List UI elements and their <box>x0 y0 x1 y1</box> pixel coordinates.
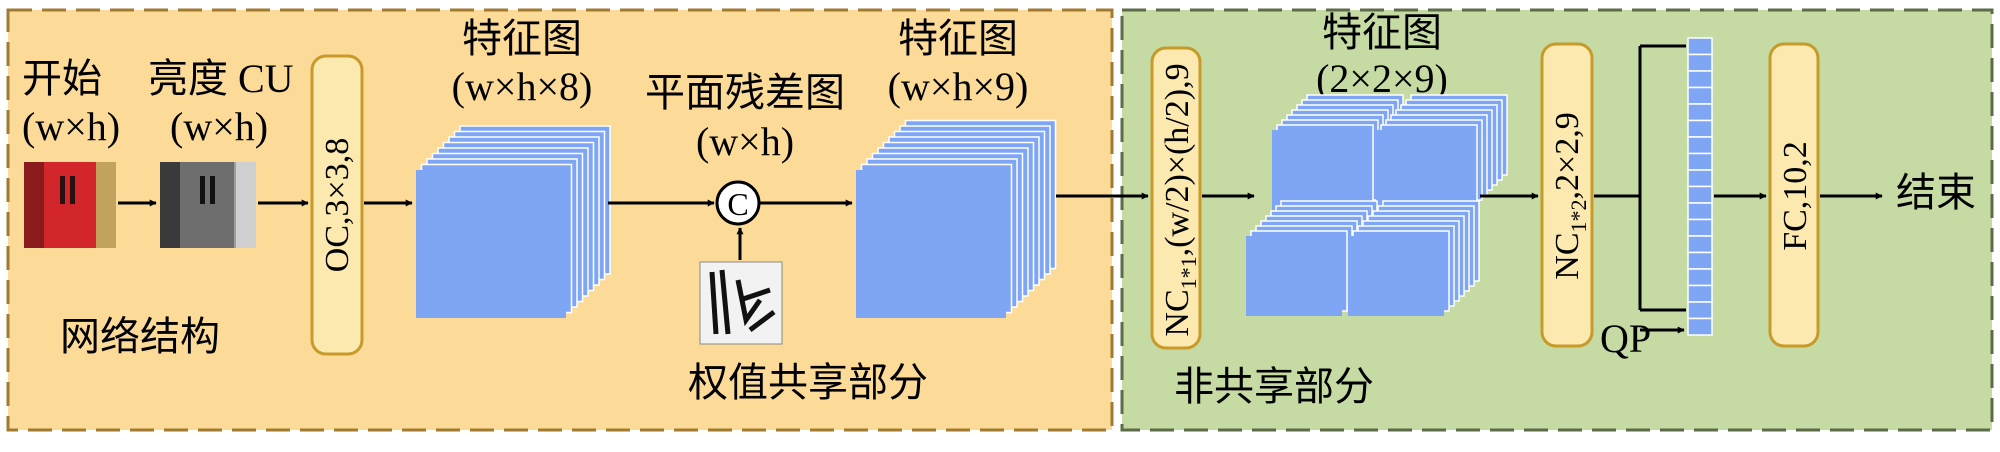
feature-map-layer <box>416 170 566 318</box>
fm2-title: 特征图 <box>898 16 1018 61</box>
nc1-layer-box <box>1150 46 1202 350</box>
feature-map-3-block-3 <box>1246 200 1378 316</box>
shared-region-label: 权值共享部分 <box>688 360 928 405</box>
luma-image <box>160 162 256 248</box>
vector-cell <box>1687 37 1713 56</box>
nc2-layer-box <box>1540 42 1594 348</box>
vector-cell <box>1687 317 1713 336</box>
feature-map-layer <box>1348 236 1444 316</box>
luma-size: (w×h) <box>170 104 268 149</box>
oc-layer-box <box>310 54 364 356</box>
qp-label: QP <box>1600 316 1651 361</box>
vector-cell <box>1687 169 1713 188</box>
nc1-prefix: NC <box>1159 289 1196 336</box>
vector-cell <box>1687 202 1713 221</box>
fc-layer-label: FC,10,2 <box>1777 141 1814 251</box>
nc1-suffix: ,(w/2)×(h/2),9 <box>1159 63 1196 256</box>
fm3-title: 特征图 <box>1322 10 1442 55</box>
unshared-region-label: 非共享部分 <box>1174 364 1374 409</box>
vector-cell <box>1687 136 1713 155</box>
nc2-sub: 1*2 <box>1566 199 1591 232</box>
feature-map-3-block-1 <box>1272 94 1404 210</box>
fc-layer-box <box>1768 42 1820 348</box>
concat-symbol: C <box>727 186 748 222</box>
vector-cell <box>1687 301 1713 320</box>
vector-cell <box>1687 218 1713 237</box>
feature-map-layer <box>856 170 1006 318</box>
start-image <box>24 162 116 248</box>
vector-cell <box>1687 70 1713 89</box>
fm1-size: (w×h×8) <box>452 64 593 109</box>
nc1-layer-label: NC1*1,(w/2)×(h/2),9 <box>1159 63 1201 336</box>
vector-cell <box>1687 152 1713 171</box>
residual-size: (w×h) <box>696 119 794 164</box>
vector-cell <box>1687 86 1713 105</box>
vector-cell <box>1687 235 1713 254</box>
fm2-size: (w×h×9) <box>888 64 1029 109</box>
start-label: 开始 <box>22 56 102 101</box>
vector-cell <box>1687 251 1713 270</box>
feature-map-2 <box>856 119 1057 318</box>
residual-label: 平面残差图 <box>645 70 845 115</box>
vector-cell <box>1687 119 1713 138</box>
feature-map-3-block-2 <box>1376 94 1508 210</box>
nc1-sub: 1*1 <box>1176 256 1201 289</box>
start-size: (w×h) <box>22 104 120 149</box>
end-label: 结束 <box>1896 170 1976 215</box>
oc-layer-label: OC,3×3,8 <box>319 138 356 272</box>
concat-node <box>715 180 761 226</box>
nc2-suffix: ,2×2,9 <box>1549 112 1586 199</box>
residual-image <box>699 261 783 345</box>
fm3-size: (2×2×9) <box>1316 56 1448 101</box>
vector-cell <box>1687 284 1713 303</box>
vector-cell <box>1687 103 1713 122</box>
network-structure-label: 网络结构 <box>60 314 220 359</box>
luma-label: 亮度 CU <box>148 56 294 101</box>
feature-map-layer <box>1246 236 1342 316</box>
vector-cell <box>1687 53 1713 72</box>
feature-map-1 <box>416 125 611 318</box>
branch-line-nc2-to-vector <box>1594 44 1686 312</box>
fm1-title: 特征图 <box>462 16 582 61</box>
nc2-prefix: NC <box>1549 232 1586 279</box>
nc2-layer-label: NC1*2,2×2,9 <box>1549 112 1591 279</box>
feature-map-layer <box>1376 130 1472 210</box>
flatten-vector <box>1687 37 1713 336</box>
vector-cell <box>1687 185 1713 204</box>
feature-map-3-block-4 <box>1348 200 1480 316</box>
feature-map-layer <box>1272 130 1368 210</box>
vector-cell <box>1687 268 1713 287</box>
